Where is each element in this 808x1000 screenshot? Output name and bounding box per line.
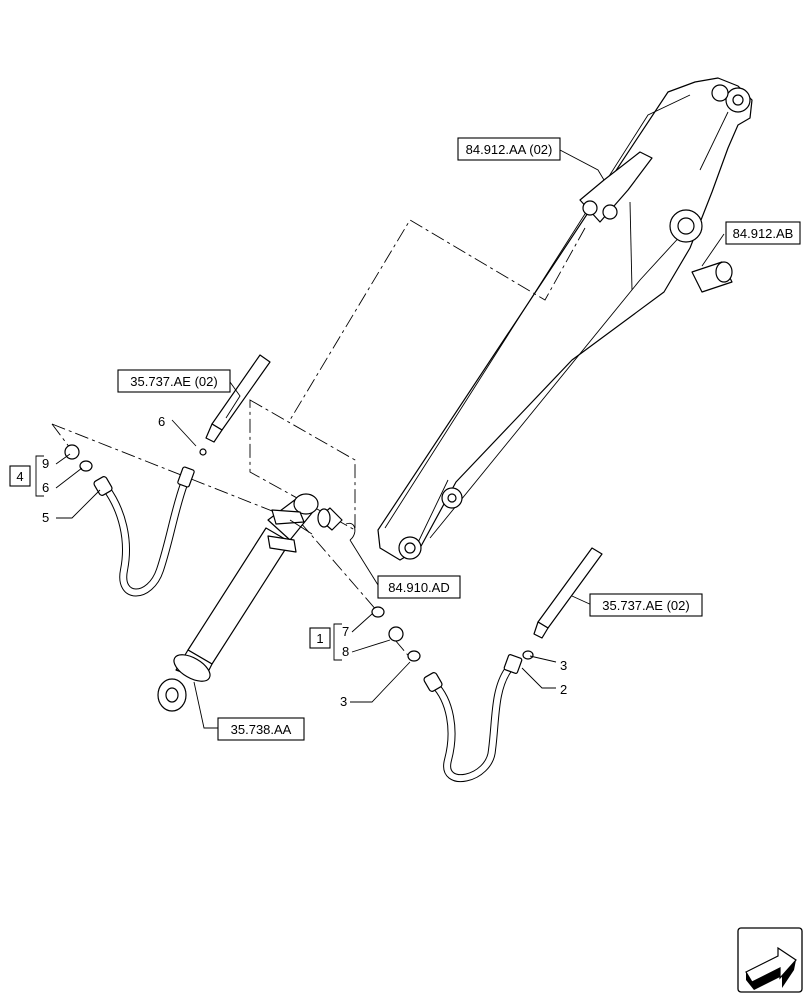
leader-lines	[55, 149, 725, 729]
callout-9: 9	[42, 456, 49, 471]
callout-8: 8	[342, 644, 349, 659]
callout-6: 6	[42, 480, 49, 495]
callout-5: 5	[42, 510, 49, 525]
group-kit-right[interactable]: 1	[309, 627, 331, 649]
svg-text:84.912.AB: 84.912.AB	[733, 226, 794, 241]
ref-hose-upper[interactable]: 35.737.AE (02)	[117, 369, 231, 393]
boom	[377, 77, 753, 561]
ref-hose-lower[interactable]: 35.737.AE (02)	[589, 593, 703, 617]
callout-3-left: 3	[340, 694, 347, 709]
ref-boom[interactable]: 84.912.AA (02)	[457, 137, 561, 161]
callout-2: 2	[560, 682, 567, 697]
cylinder-pin	[317, 507, 356, 541]
hose-left	[93, 466, 195, 597]
ref-cylinder[interactable]: 35.738.AA	[217, 717, 305, 741]
svg-text:1: 1	[316, 631, 323, 646]
fittings	[64, 444, 534, 662]
svg-text:84.910.AD: 84.910.AD	[388, 580, 449, 595]
svg-text:4: 4	[16, 469, 23, 484]
callout-7: 7	[342, 624, 349, 639]
orientation-arrow-icon	[737, 927, 803, 993]
group-kit-left[interactable]: 4	[9, 465, 31, 487]
boom-pin	[691, 261, 733, 293]
ref-cylinder-pin[interactable]: 84.910.AD	[377, 575, 461, 599]
guide-lines	[51, 219, 586, 661]
svg-text:35.737.AE (02): 35.737.AE (02)	[602, 598, 689, 613]
callout-3-right: 3	[560, 658, 567, 673]
upper-steel-line	[199, 354, 271, 456]
lower-steel-line	[533, 547, 603, 639]
svg-text:35.737.AE (02): 35.737.AE (02)	[130, 374, 217, 389]
callout-6-top: 6	[158, 414, 165, 429]
svg-text:84.912.AA (02): 84.912.AA (02)	[466, 142, 553, 157]
group-brackets	[35, 455, 342, 661]
cylinder	[157, 493, 319, 712]
hose-right	[423, 654, 523, 782]
svg-text:35.738.AA: 35.738.AA	[231, 722, 292, 737]
ref-pin[interactable]: 84.912.AB	[725, 221, 801, 245]
